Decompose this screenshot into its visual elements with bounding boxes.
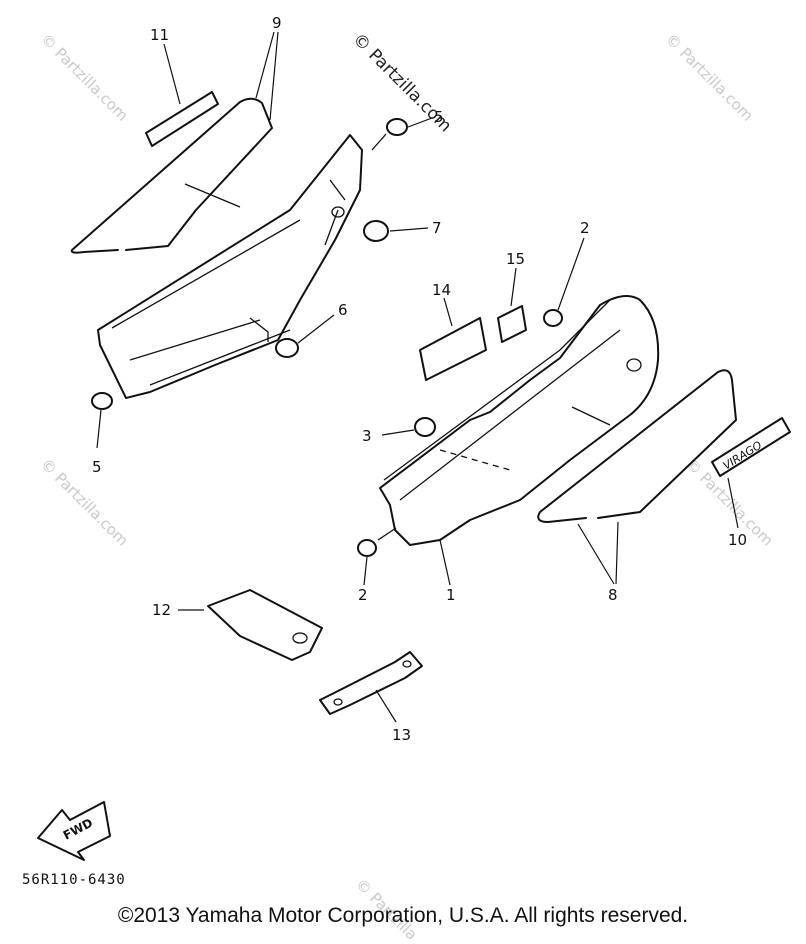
watermark-tl: © Partzilla.com: [37, 30, 132, 125]
watermark-ml: © Partzilla.com: [37, 455, 132, 550]
callout-5-lower: 5: [92, 458, 102, 476]
fwd-label: FWD: [61, 816, 95, 843]
callout-14: 14: [432, 281, 451, 299]
part-6-grommet: [275, 314, 335, 358]
part-1-side-cover: [379, 295, 660, 586]
callout-3: 3: [362, 427, 372, 445]
callout-8: 8: [608, 586, 618, 604]
part-13-bracket: [319, 651, 423, 723]
part-8-trim-right: [537, 369, 737, 523]
part-15-decal: [497, 305, 527, 343]
watermark-tr: © Partzilla.com: [662, 30, 757, 125]
fwd-arrow-icon: FWD: [37, 801, 111, 861]
part-14-decal: [419, 317, 487, 381]
callout-12: 12: [152, 601, 171, 619]
callout-2-lower: 2: [358, 586, 368, 604]
callout-5-upper: 5: [434, 108, 444, 126]
callout-15: 15: [506, 250, 525, 268]
part-3-grommet: [381, 417, 436, 437]
part-12-cover-pad: [178, 589, 323, 661]
part-9-trim-left: [70, 97, 273, 254]
part-5-grommet-upper: [371, 117, 433, 151]
part-11-decal: [145, 91, 219, 147]
part-2-grommet-upper: [543, 237, 585, 327]
callout-13: 13: [392, 726, 411, 744]
part-5-grommet-lower: [91, 392, 113, 449]
part-7-grommet: [331, 206, 429, 242]
leader-11: [163, 43, 181, 105]
part-left-cover-bracket: [97, 134, 363, 399]
leader-9a: [269, 31, 279, 121]
part-2-grommet-lower: [357, 527, 397, 586]
callout-10: 10: [728, 531, 747, 549]
callout-1: 1: [446, 586, 456, 604]
leader-9b: [255, 31, 275, 99]
callout-7: 7: [432, 219, 442, 237]
copyright-footer: ©2013 Yamaha Motor Corporation, U.S.A. A…: [117, 904, 689, 927]
callout-2-upper: 2: [580, 219, 590, 237]
callout-6: 6: [338, 301, 348, 319]
drawing-code: 56R110-6430: [22, 872, 126, 888]
callout-9: 9: [272, 14, 282, 32]
callout-11: 11: [150, 26, 169, 44]
watermark-group: © Partzilla.com © Partzilla.com © Partzi…: [37, 29, 777, 944]
